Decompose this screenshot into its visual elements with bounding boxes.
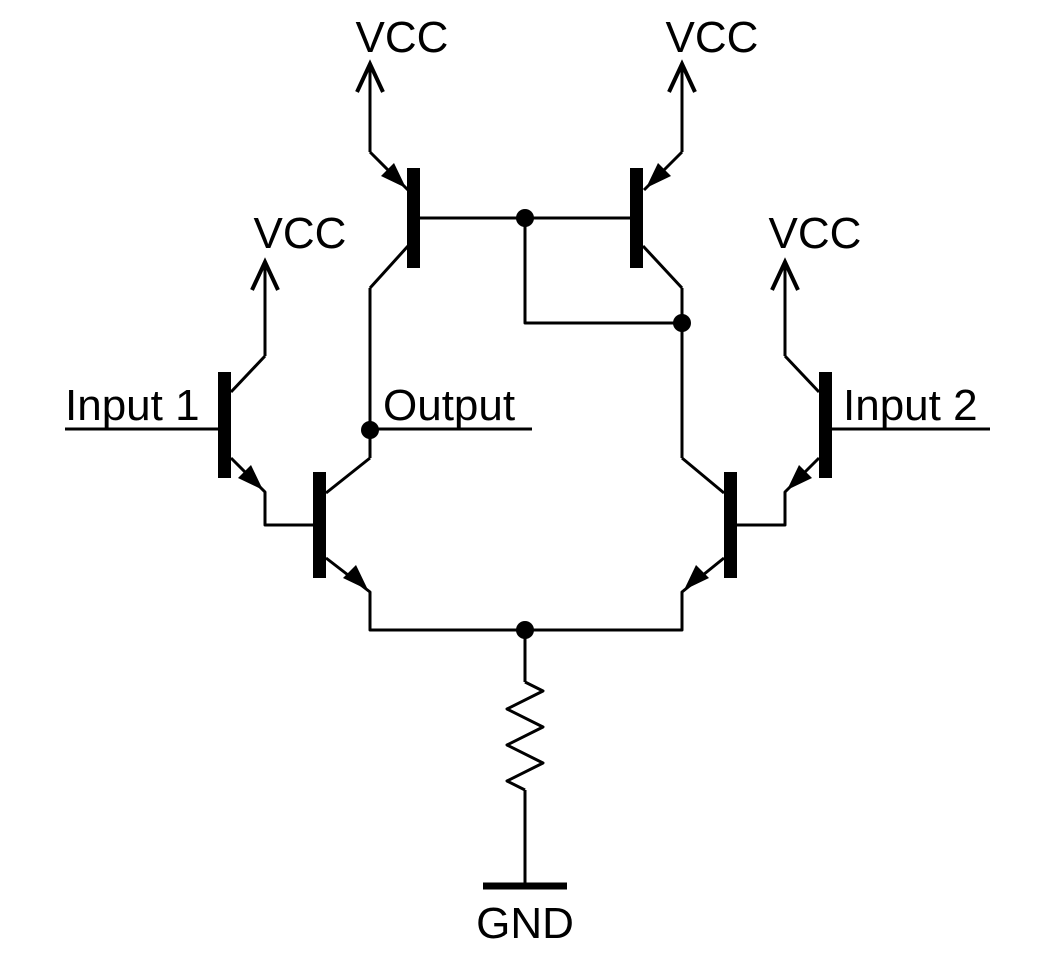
wire-collector <box>368 244 410 290</box>
junction-mirror-bases <box>516 209 534 227</box>
tail-resistor <box>505 630 545 884</box>
transistor-base-bar <box>218 372 231 478</box>
wire-emitter <box>737 456 821 527</box>
vcc-arrow-icon <box>250 257 280 291</box>
vcc-source-top-left: VCC <box>355 13 449 152</box>
pnp-emitter-arrow-icon <box>381 163 406 188</box>
input2-label: Input 2 <box>843 381 978 430</box>
wire-collector <box>229 354 267 394</box>
transistor-base-bar <box>313 472 326 578</box>
npn-transistor-input-right <box>737 354 990 527</box>
vcc-arrow-icon <box>355 59 385 93</box>
port-output: Output <box>368 381 532 431</box>
wire-base-collector-tie <box>523 218 682 325</box>
resistor-zigzag-icon <box>505 680 545 792</box>
pnp-transistor-mirror-right <box>630 150 684 290</box>
wire-collector <box>641 244 684 290</box>
transistor-base-bar <box>407 168 420 268</box>
transistor-base-bar <box>630 168 643 268</box>
vcc-label: VCC <box>254 209 347 258</box>
npn-emitter-arrow-icon <box>787 465 812 490</box>
transistor-base-bar <box>819 372 832 478</box>
npn-emitter-arrow-icon <box>343 565 368 590</box>
junction-diode-tie <box>673 314 691 332</box>
wire-collector <box>325 456 371 495</box>
npn-emitter-arrow-icon <box>684 565 709 590</box>
port-input1: Input 1 <box>65 381 200 430</box>
vcc-source-top-right: VCC <box>666 13 759 152</box>
npn-transistor-diff-left <box>313 456 525 632</box>
wire-emitter <box>229 456 313 527</box>
junction-tail-node <box>516 621 534 639</box>
input1-label: Input 1 <box>65 381 200 430</box>
ground-symbol: GND <box>476 882 574 948</box>
vcc-source-mid-right: VCC <box>769 209 862 356</box>
wire-collector <box>681 456 725 495</box>
pnp-emitter-arrow-icon <box>646 163 671 188</box>
vcc-source-mid-left: VCC <box>250 209 347 356</box>
npn-transistor-diff-right <box>525 456 737 632</box>
vcc-arrow-icon <box>667 59 697 93</box>
vcc-label: VCC <box>666 13 759 62</box>
port-input2: Input 2 <box>843 381 978 430</box>
gnd-label: GND <box>476 899 574 948</box>
vcc-label: VCC <box>769 209 862 258</box>
npn-emitter-arrow-icon <box>238 465 263 490</box>
vcc-label: VCC <box>356 13 449 62</box>
wire-collector <box>783 354 821 394</box>
transistor-base-bar <box>724 472 737 578</box>
vcc-arrow-icon <box>770 257 800 291</box>
npn-transistor-input-left <box>65 354 313 527</box>
wire-emitter <box>525 556 725 632</box>
pnp-transistor-mirror-left <box>368 150 420 290</box>
output-label: Output <box>383 381 515 430</box>
